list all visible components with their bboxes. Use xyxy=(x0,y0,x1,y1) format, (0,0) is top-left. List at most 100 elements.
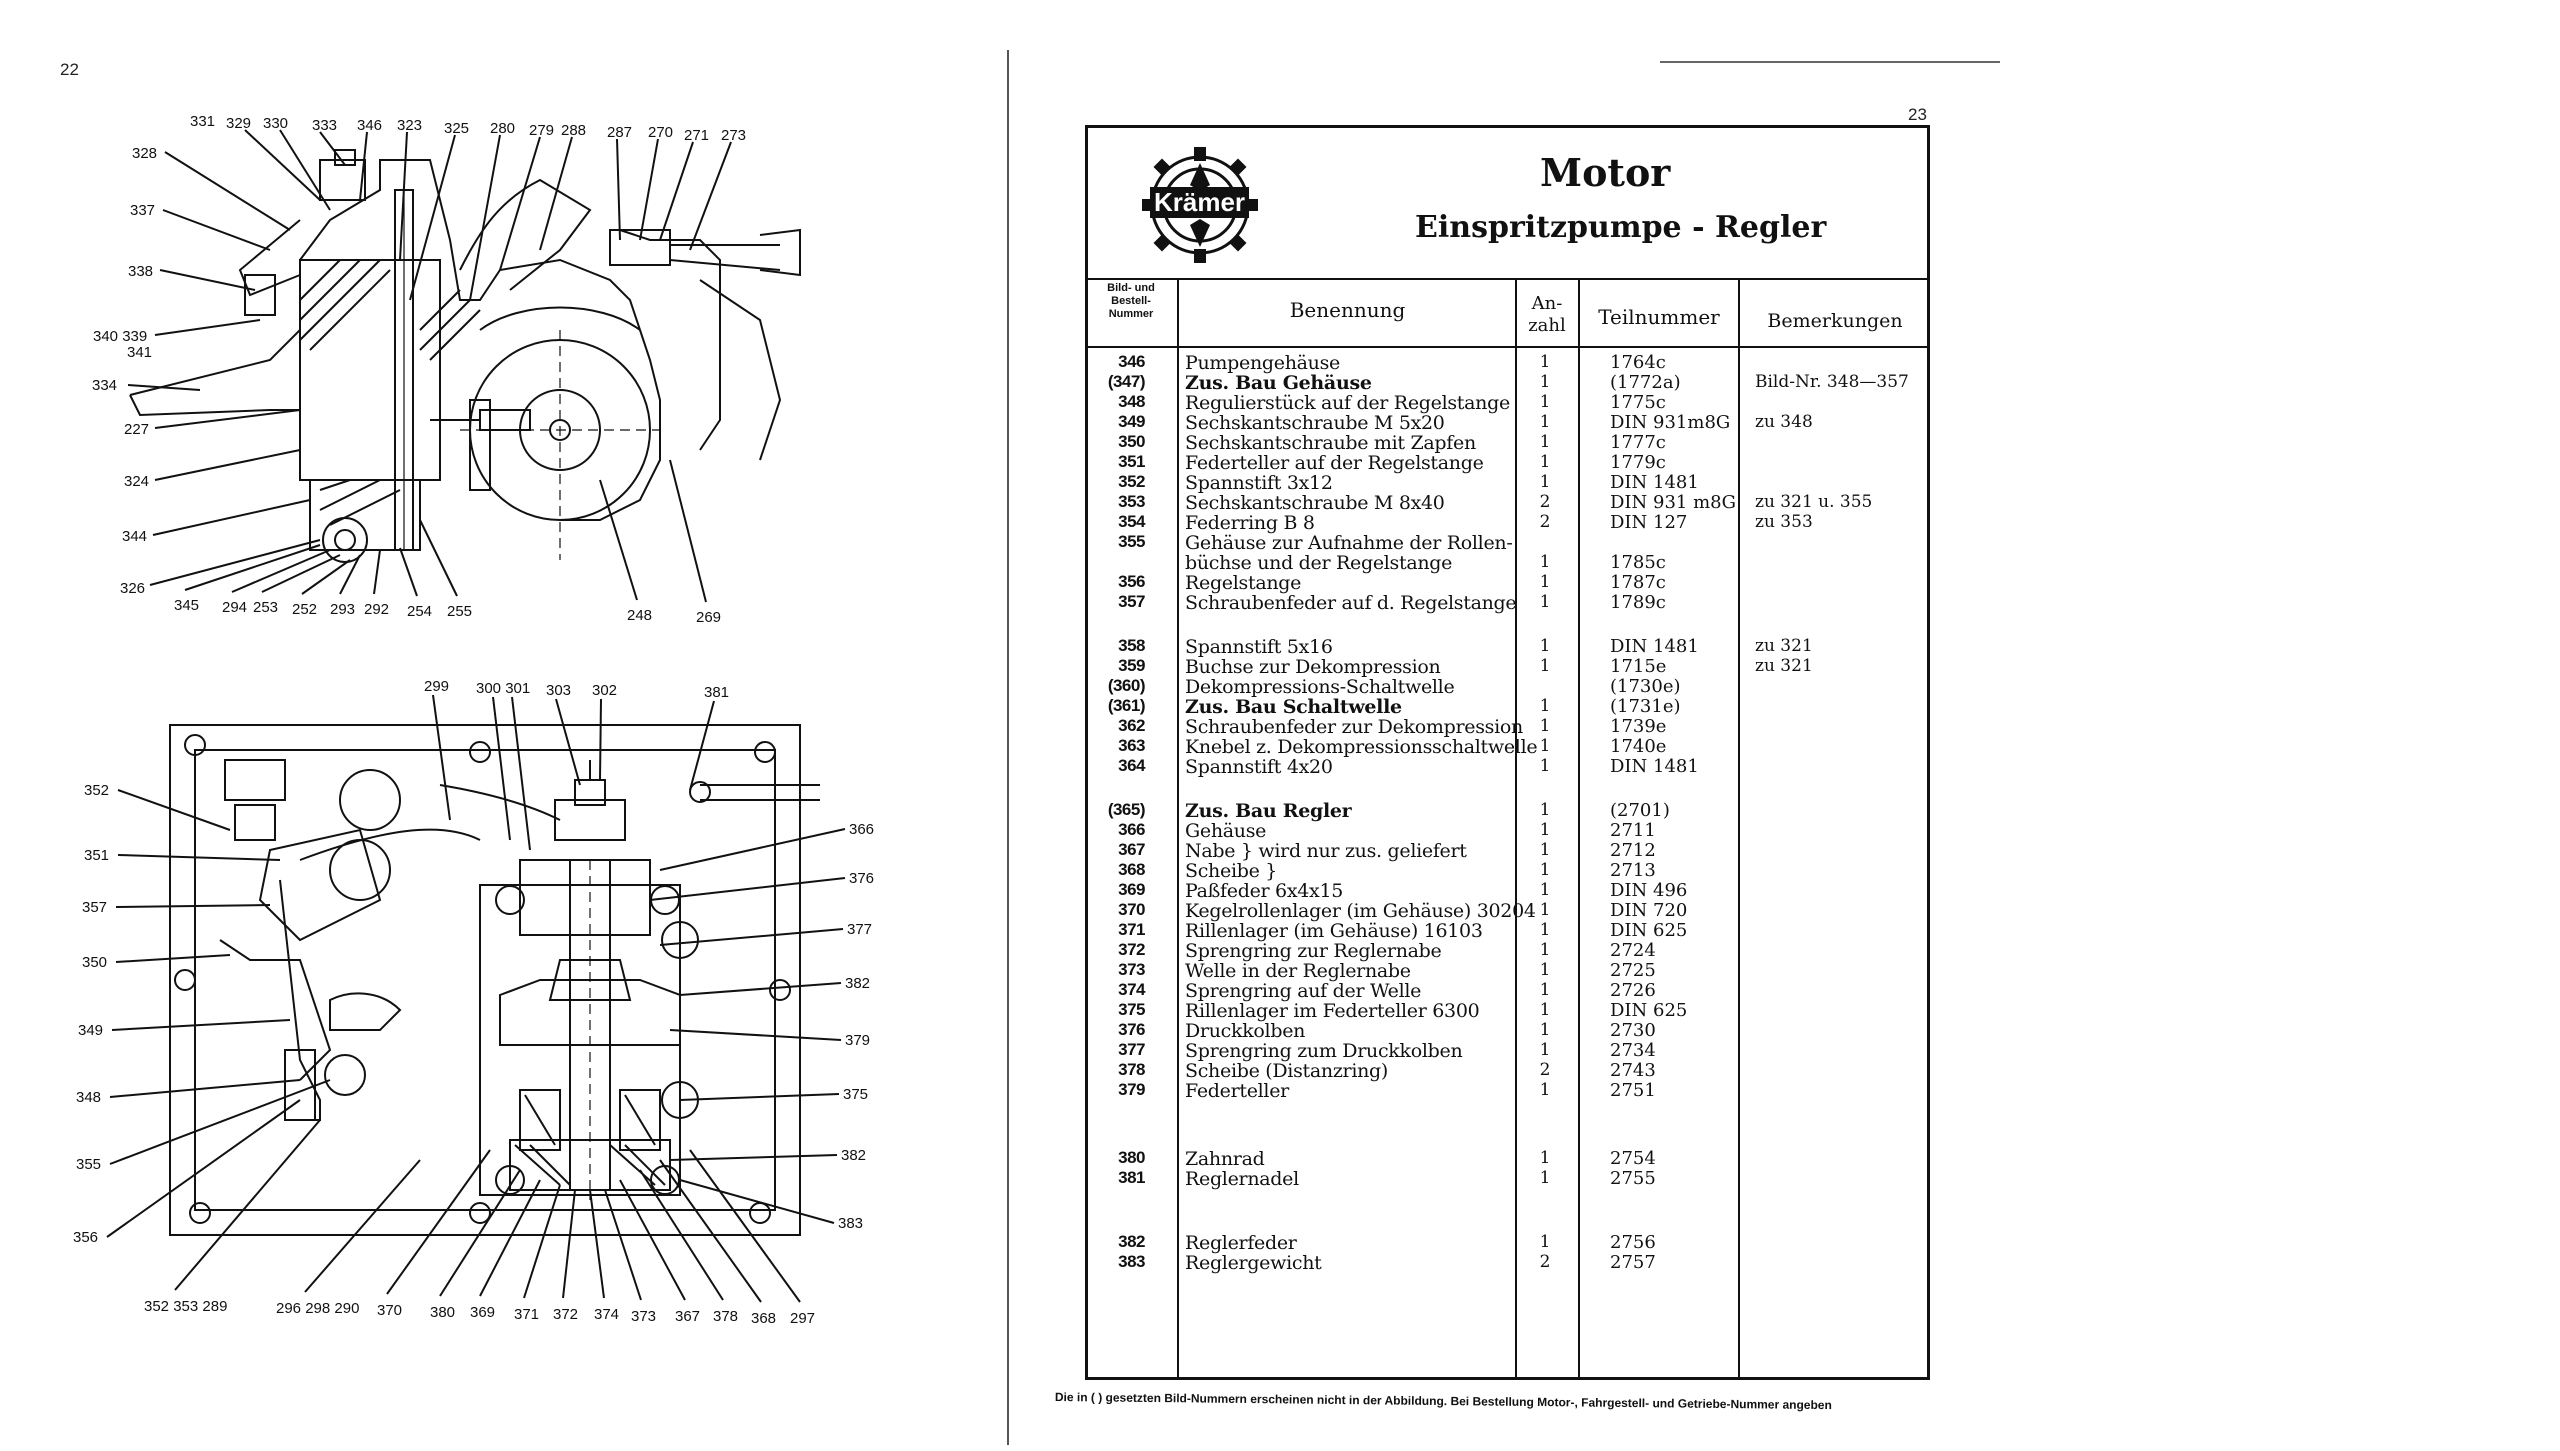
header-name: Benennung xyxy=(1289,298,1406,322)
description-cell: Gehäuse zur Aufnahme der Rollen- xyxy=(1185,532,1513,554)
order-number-cell: 1764c xyxy=(1610,352,1666,373)
quantity-cell: 1 xyxy=(1539,736,1551,756)
callout-label: 300 301 xyxy=(476,680,531,697)
order-number-cell: DIN 931m8G xyxy=(1610,412,1731,433)
part-number-cell: 353 xyxy=(1118,492,1145,511)
logo-wordmark: Krämer xyxy=(1150,187,1250,218)
col-rule-3 xyxy=(1578,278,1580,1380)
part-number-cell: 374 xyxy=(1118,980,1145,999)
callout-label: 299 xyxy=(424,678,450,695)
description-cell: Schraubenfeder zur Dekompression xyxy=(1185,716,1523,738)
order-number-cell: 2743 xyxy=(1610,1060,1656,1081)
description-cell: Zahnrad xyxy=(1185,1148,1265,1170)
part-number-cell: 379 xyxy=(1118,1080,1145,1099)
part-number-cell: 373 xyxy=(1118,960,1145,979)
part-number-cell: 370 xyxy=(1118,900,1145,919)
description-cell: Zus. Bau Schaltwelle xyxy=(1185,696,1402,718)
part-number-cell: 350 xyxy=(1118,432,1145,451)
callout-label: 341 xyxy=(127,344,153,361)
part-number-cell: 362 xyxy=(1118,716,1145,735)
part-number-cell: 346 xyxy=(1118,352,1145,371)
description-cell: Scheibe (Distanzring) xyxy=(1185,1060,1389,1082)
description-cell: Nabe } wird nur zus. geliefert xyxy=(1185,840,1467,862)
callout-label: 294 xyxy=(222,599,248,616)
quantity-cell: 1 xyxy=(1539,800,1551,820)
description-cell: Pumpengehäuse xyxy=(1185,352,1340,374)
callout-label: 356 xyxy=(73,1229,99,1246)
header-nr-line1: Bild- und xyxy=(1107,282,1155,294)
header-nr-line3: Nummer xyxy=(1108,308,1154,320)
col-rule-2 xyxy=(1515,278,1517,1380)
quantity-cell: 2 xyxy=(1539,1060,1551,1080)
remarks-cell: zu 321 u. 355 xyxy=(1755,492,1873,512)
order-number-cell: 1779c xyxy=(1610,452,1666,473)
quantity-cell: 1 xyxy=(1539,592,1551,612)
description-cell: Zus. Bau Regler xyxy=(1185,800,1352,822)
order-number-cell: DIN 931 m8G xyxy=(1610,492,1736,513)
part-number-cell: 375 xyxy=(1118,1000,1145,1019)
quantity-cell: 1 xyxy=(1539,636,1551,656)
part-number-cell: 367 xyxy=(1118,840,1145,859)
part-number-cell: 355 xyxy=(1118,532,1145,551)
quantity-cell: 2 xyxy=(1539,1252,1551,1272)
order-number-cell: 2713 xyxy=(1610,860,1656,881)
quantity-cell: 1 xyxy=(1539,352,1551,372)
remarks-cell: zu 321 xyxy=(1755,656,1813,676)
callout-label: 323 xyxy=(397,117,423,134)
callout-label: 280 xyxy=(490,120,516,137)
kraemer-logo: Krämer xyxy=(1130,125,1270,275)
part-number-cell: (360) xyxy=(1107,676,1146,695)
part-number-cell: 376 xyxy=(1118,1020,1145,1039)
page-number-right: 23 xyxy=(1908,105,1927,124)
order-number-cell: (1731e) xyxy=(1610,696,1681,717)
order-number-cell: 2755 xyxy=(1610,1168,1656,1189)
callout-label: 288 xyxy=(561,122,587,139)
callout-label: 369 xyxy=(470,1304,496,1321)
order-number-cell: DIN 1481 xyxy=(1610,472,1699,493)
description-cell: Welle in der Reglernabe xyxy=(1185,960,1411,982)
page-subtitle: Einspritzpumpe - Regler xyxy=(1415,210,1827,245)
callout-label: 371 xyxy=(514,1306,540,1323)
quantity-cell: 1 xyxy=(1539,372,1551,392)
callout-label: 293 xyxy=(330,601,356,618)
page-number-left: 22 xyxy=(60,60,79,79)
callout-label: 273 xyxy=(721,127,747,144)
remarks-cell: zu 321 xyxy=(1755,636,1813,656)
part-number-cell: 366 xyxy=(1118,820,1145,839)
order-number-cell: 1739e xyxy=(1610,716,1667,737)
header-qty-line1: An- xyxy=(1531,293,1563,314)
order-number-cell: 2726 xyxy=(1610,980,1656,1001)
quantity-cell: 1 xyxy=(1539,452,1551,472)
order-number-cell: 1785c xyxy=(1610,552,1666,573)
description-cell: Knebel z. Dekompressionsschaltwelle xyxy=(1185,736,1538,758)
description-cell: Sprengring zur Reglernabe xyxy=(1185,940,1442,962)
order-number-cell: 2711 xyxy=(1610,820,1656,841)
order-number-cell: 1740e xyxy=(1610,736,1667,757)
callout-label: 374 xyxy=(594,1306,620,1323)
part-number-cell: (365) xyxy=(1107,800,1146,819)
header-nr-line2: Bestell- xyxy=(1111,295,1151,307)
order-number-cell: (1772a) xyxy=(1610,372,1681,393)
quantity-cell: 1 xyxy=(1539,552,1551,572)
page-title: Motor xyxy=(1540,150,1671,195)
callout-label: 370 xyxy=(377,1302,403,1319)
order-number-cell: 2712 xyxy=(1610,840,1656,861)
description-cell: Gehäuse xyxy=(1185,820,1267,842)
order-number-cell: 2754 xyxy=(1610,1148,1656,1169)
callout-label: 297 xyxy=(790,1310,816,1327)
quantity-cell: 1 xyxy=(1539,656,1551,676)
description-cell: Dekompressions-Schaltwelle xyxy=(1185,676,1455,698)
callout-label: 254 xyxy=(407,603,433,620)
callout-label: 270 xyxy=(648,124,674,141)
quantity-cell: 1 xyxy=(1539,900,1551,920)
